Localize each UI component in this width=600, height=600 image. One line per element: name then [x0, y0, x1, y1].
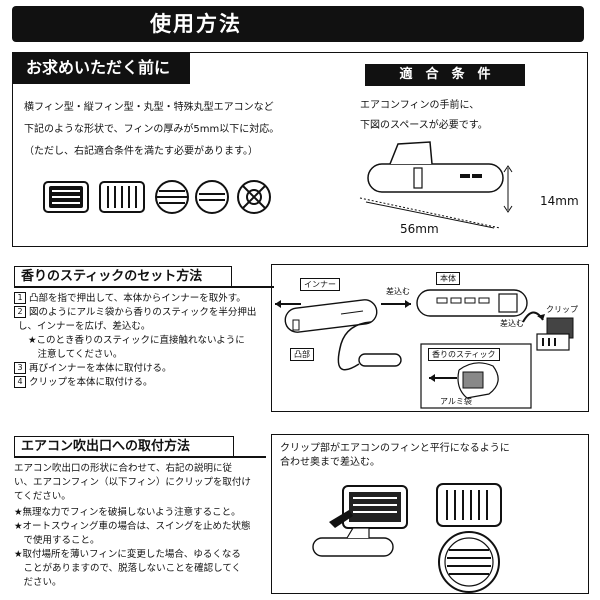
- mount-note-3-cont: ことがありますので、脱落しないことを確認してく: [14, 563, 242, 574]
- mount-line-1: エアコン吹出口の形状に合わせて、右記の説明に従: [14, 463, 233, 474]
- mount-line-2: い、エアコンフィン（以下フィン）にクリップを取付け: [14, 477, 251, 488]
- mount-diagram-text: クリップ部がエアコンのフィンと平行になるように 合わせ奥まで差込む。: [280, 442, 580, 470]
- label-inner: インナー: [300, 278, 340, 291]
- step-3-number: 3: [14, 362, 26, 374]
- before-purchase-line-3: （ただし、右記適合条件を満たす必要があります。）: [24, 146, 258, 157]
- width-dimension-label: 56mm: [400, 222, 439, 236]
- size-diagram: [359, 141, 513, 229]
- page-title: 使用方法: [12, 6, 584, 42]
- step-2-number: 2: [14, 306, 26, 318]
- step-1-text: 凸部を指で押出して、本体からインナーを取外す。: [29, 293, 246, 304]
- set-method-heading: 香りのスティックのセット方法: [14, 266, 232, 288]
- label-foil: アルミ袋: [440, 397, 472, 406]
- round-vent-icon: [155, 180, 189, 214]
- mount-method-diagram: [271, 434, 589, 594]
- mount-line-3: てください。: [14, 491, 71, 502]
- horizontal-fin-vent-icon: [43, 181, 89, 213]
- set-method-diagram: [271, 264, 589, 412]
- step-2-cont: し、インナーを広げ、差込む。: [18, 321, 151, 332]
- before-purchase-heading: お求めいただく前に: [12, 52, 190, 84]
- mount-note-2: ★オートスウィング車の場合は、スイングを止めた状態: [14, 521, 251, 532]
- mount-diagram-line-2: 合わせ奥まで差込む。: [280, 457, 380, 468]
- step-4-number: 4: [14, 376, 26, 388]
- mount-method-text: エアコン吹出口の形状に合わせて、右記の説明に従 い、エアコンフィン（以下フィン）…: [14, 462, 274, 590]
- mount-method-illustration: [312, 483, 502, 593]
- vent-shape-icons: [43, 180, 271, 214]
- label-clip: クリップ: [546, 305, 578, 314]
- clip-part: [536, 317, 574, 351]
- mount-note-2-cont: で使用すること。: [14, 535, 100, 546]
- set-method-underline: [14, 286, 274, 288]
- height-dimension-label: 14mm: [540, 194, 579, 208]
- unsupported-vent-icon: [237, 180, 271, 214]
- conditions-line-2: 下図のスペースが必要です。: [360, 120, 488, 131]
- mount-note-1: ★無理な力でフィンを破損しないよう注意すること。: [14, 507, 241, 518]
- inner-part: [284, 299, 378, 333]
- conditions-text: エアコンフィンの手前に、 下図のスペースが必要です。: [360, 98, 580, 134]
- mount-note-3-cont2: ださい。: [14, 577, 62, 588]
- special-round-vent-icon: [195, 180, 229, 214]
- label-body: 本体: [436, 272, 460, 285]
- label-insert-1: 差込む: [386, 287, 410, 296]
- mount-method-underline: [14, 456, 266, 458]
- stick-part: [358, 353, 402, 367]
- label-bump: 凸部: [290, 348, 314, 361]
- mount-note-3: ★取付場所を薄いフィンに変更した場合、ゆるくなる: [14, 549, 241, 560]
- conditions-line-1: エアコンフィンの手前に、: [360, 100, 480, 111]
- step-2-text: 図のようにアルミ袋から香りのスティックを半分押出: [29, 307, 257, 318]
- step-4-text: クリップを本体に取付ける。: [29, 377, 153, 388]
- step-3-text: 再びインナーを本体に取付ける。: [29, 363, 172, 374]
- before-purchase-line-1: 横フィン型・縦フィン型・丸型・特殊丸型エアコンなど: [24, 102, 274, 113]
- label-insert-2: 差込む: [500, 319, 524, 328]
- before-purchase-text: 横フィン型・縦フィン型・丸型・特殊丸型エアコンなど 下記のような形状で、フィンの…: [24, 100, 354, 160]
- before-purchase-line-2: 下記のような形状で、フィンの厚みが5mm以下に対応。: [24, 124, 280, 135]
- body-part: [416, 289, 528, 317]
- label-stick: 香りのスティック: [428, 348, 500, 361]
- before-purchase-section: [12, 52, 588, 247]
- step-1-number: 1: [14, 292, 26, 304]
- step-2-note: ★このとき香りのスティックに直接触れないように: [28, 335, 245, 346]
- step-2-note-cont: 注意してください。: [28, 349, 123, 360]
- conditions-heading: 適 合 条 件: [365, 64, 525, 86]
- mount-method-heading: エアコン吹出口への取付方法: [14, 436, 234, 458]
- mount-diagram-line-1: クリップ部がエアコンのフィンと平行になるように: [280, 443, 510, 454]
- vertical-fin-vent-icon: [99, 181, 145, 213]
